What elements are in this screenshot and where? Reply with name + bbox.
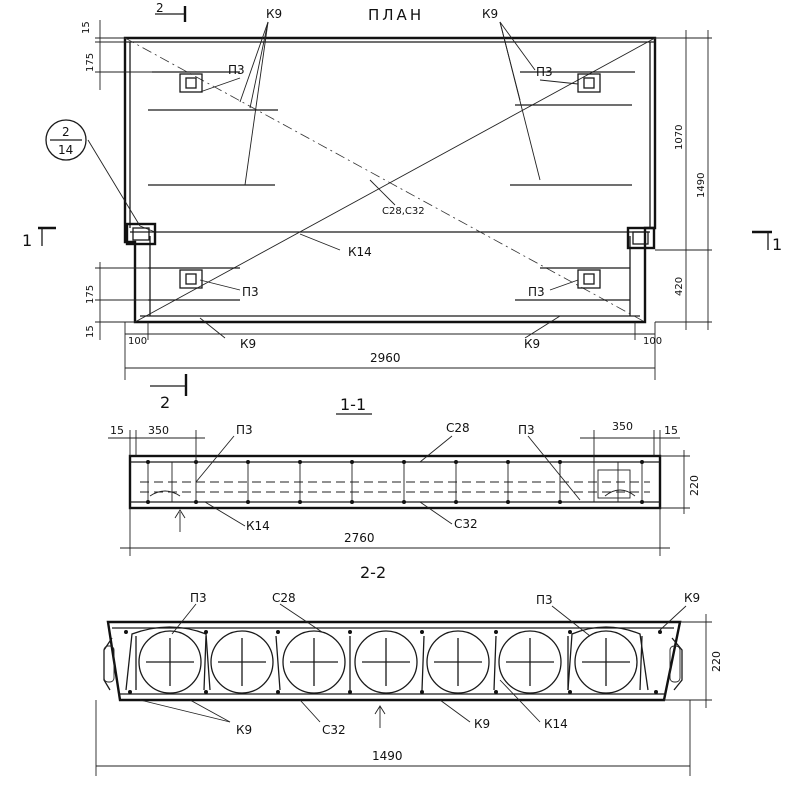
plan-dim-420: 420 [674,277,685,296]
plan-dim-15-bottom: 15 [85,325,96,338]
plan-dim-1490: 1490 [696,173,707,198]
section-2-title: 2-2 [360,563,386,582]
s1-dim-15-right: 15 [664,424,678,437]
s1-label-p3-left: П3 [236,423,253,437]
s2-label-c28: С28 [272,591,296,605]
section-1-body [128,454,662,510]
s1-dim-15-left: 15 [110,424,124,437]
plan-dim-175-top: 175 [85,53,96,72]
plan-label-p3-bottom-right: П3 [528,285,545,299]
s2-label-p3-right: П3 [536,593,553,607]
callout-bottom: 14 [58,143,73,157]
plan-slab-outline [123,36,657,324]
section-2-dimensions [95,603,712,776]
plan-label-c28-c32: С28,С32 [382,206,425,217]
plan-leaders [87,21,579,339]
s2-dim-1490: 1490 [372,749,403,763]
plan-title: ПЛАН [368,6,424,24]
section-1-rebar-dots [146,460,644,504]
section-1-dimensions [108,430,690,556]
plan-dim-175-bottom: 175 [85,285,96,304]
cut-1-right: 1 [772,235,782,254]
plan-label-p3-bottom-left: П3 [242,285,259,299]
plan-label-k9-bottom-right: К9 [524,337,540,351]
plan-cut-marks [38,6,772,396]
section-2-stirrups [125,626,649,691]
plan-dimensions [95,20,712,380]
section-1-title: 1-1 [340,395,366,414]
s1-label-c32: С32 [454,517,478,531]
cut-2-bottom: 2 [160,393,170,412]
plan-rebar-k9 [148,71,635,301]
plan-label-k9-top-left: К9 [266,7,282,21]
plan-label-k14: К14 [348,245,372,259]
section-2-body [103,620,683,702]
plan-label-k9-bottom-left: К9 [240,337,256,351]
section-2-rebar-dots [124,630,662,694]
plan-end-notches [125,222,656,250]
plan-dim-100-left: 100 [128,336,147,347]
plan-dim-15-top: 15 [81,21,92,34]
s2-label-k9-mid: К9 [474,717,490,731]
plan-label-k9-top-right: К9 [482,7,498,21]
s2-label-c32: С32 [322,723,346,737]
cut-2-top: 2 [156,1,164,15]
plan-dim-100-right: 100 [643,336,662,347]
plan-dim-1070: 1070 [674,125,685,150]
plan-detail-callout: 2 14 [45,119,87,161]
s2-label-k14: К14 [544,717,568,731]
s1-dim-220: 220 [688,475,701,496]
cut-1-left: 1 [22,231,32,250]
s1-label-c28: С28 [446,421,470,435]
s1-dim-350-right: 350 [612,420,633,433]
s1-label-k14: К14 [246,519,270,533]
callout-top: 2 [62,125,70,139]
plan-dim-2960: 2960 [370,351,401,365]
s2-dim-220: 220 [710,651,723,672]
s1-dim-2760: 2760 [344,531,375,545]
plan-label-p3-top-left: П3 [228,63,245,77]
s2-label-p3-left: П3 [190,591,207,605]
s2-label-k9-left: К9 [236,723,252,737]
plan-lifting-loops [179,73,601,289]
s1-label-p3-right: П3 [518,423,535,437]
s2-label-k9-top: К9 [684,591,700,605]
section-2-voids [138,630,638,694]
plan-label-p3-top-right: П3 [536,65,553,79]
s1-dim-350-left: 350 [148,424,169,437]
plan-diagonals [124,37,656,323]
